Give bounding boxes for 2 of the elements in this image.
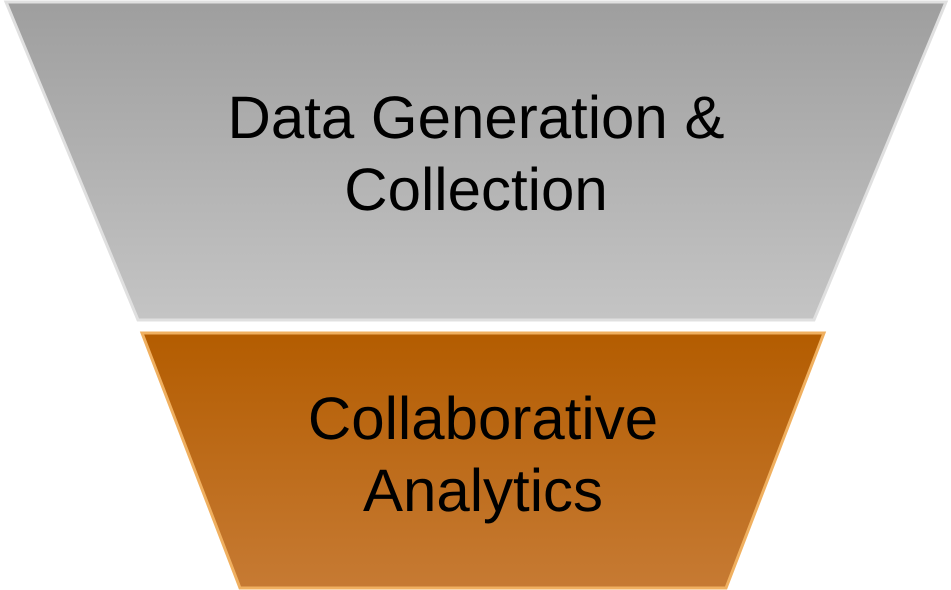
segment-label: Data Generation & Collection [226, 83, 726, 225]
segment-label: Collaborative Analytics [306, 384, 660, 526]
